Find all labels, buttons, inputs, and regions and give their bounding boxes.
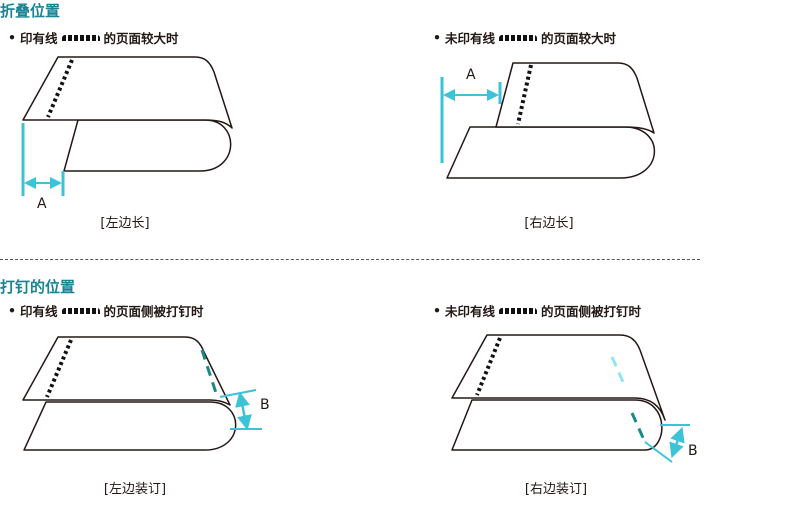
section-divider (0, 259, 700, 260)
subtitle-left-staple: • 印有线的页面侧被打钉时 (8, 303, 204, 319)
subtitle-text: 的页面侧被打钉时 (541, 304, 642, 319)
folded-paper-left-long (22, 56, 233, 172)
section-title-fold: 折叠位置 (0, 2, 61, 20)
caption: [左边装订] (103, 482, 167, 497)
caption: [右边长] (524, 216, 574, 231)
section-title-staple: 打钉的位置 (0, 278, 76, 296)
measure-label: B (260, 397, 270, 413)
stitch-line-icon (61, 307, 100, 314)
subtitle-text: 的页面较大时 (541, 31, 617, 46)
measure-a-right (440, 77, 502, 163)
stitch-line-icon (499, 34, 538, 41)
subtitle-text: 印有线 (20, 31, 58, 46)
subtitle-text: 的页面侧被打钉时 (103, 304, 204, 319)
measure-label: A (37, 196, 47, 212)
measure-a-left (21, 123, 65, 196)
stapled-paper-right (451, 334, 666, 451)
subtitle-text: 的页面较大时 (103, 31, 179, 46)
subtitle-right-staple: • 未印有线的页面侧被打钉时 (433, 303, 642, 319)
subtitle-left-long: • 印有线的页面较大时 (8, 30, 179, 46)
stitch-line-icon (61, 34, 100, 41)
folded-paper-right-long (446, 62, 656, 179)
subtitle-text: 未印有线 (445, 31, 496, 46)
measure-b-left (200, 349, 262, 431)
stitch-line-icon (499, 307, 538, 314)
caption: [左边长] (100, 216, 150, 231)
measure-label: B (688, 443, 698, 459)
subtitle-text: 未印有线 (445, 304, 496, 319)
subtitle-right-long: • 未印有线的页面较大时 (433, 30, 617, 46)
subtitle-text: 印有线 (20, 304, 58, 319)
measure-b-right (610, 356, 690, 463)
caption: [右边装订] (524, 482, 588, 497)
stitch-marks (45, 59, 533, 398)
measure-label: A (466, 67, 476, 83)
